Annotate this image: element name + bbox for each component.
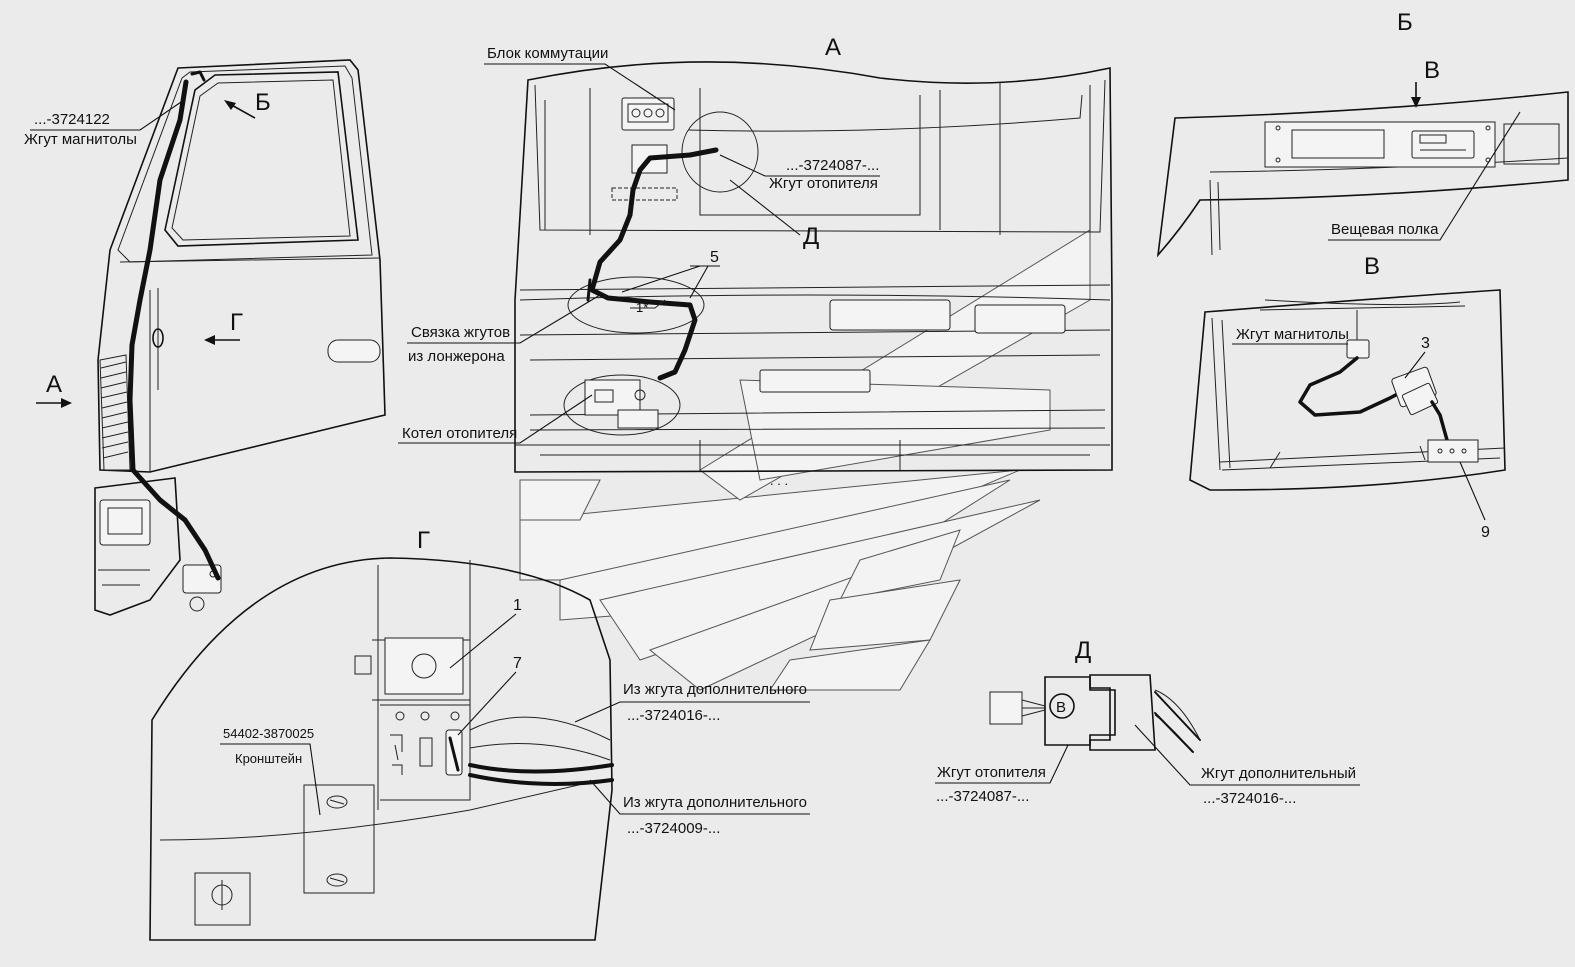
switch-block-leader (484, 63, 676, 111)
heater-harness-d-label: Жгут отопителя (937, 764, 1046, 781)
view-a-cab-rear (514, 61, 1113, 473)
harness-bundle-leader (407, 294, 601, 344)
callout-5-leader (621, 265, 720, 299)
switch-block-label: Блок коммутации (487, 45, 608, 62)
cab-side-view (36, 59, 386, 616)
view-v-radio (1189, 289, 1506, 491)
view-d-connector (989, 674, 1201, 753)
view-letter-a-left: А (46, 371, 62, 398)
storage-shelf-leader (1328, 111, 1521, 241)
extra-code-1-label: ...-3724016-... (627, 707, 720, 724)
view-d-leader (729, 179, 801, 236)
bracket-code-label: 54402-3870025 (223, 726, 314, 741)
bracket-label: Кронштейн (235, 751, 302, 766)
connector-mark: В (1056, 699, 1066, 716)
callout-5: 5 (710, 249, 719, 266)
callout-1-leader (449, 613, 517, 669)
callout-1star: 1* (636, 300, 648, 315)
callout-9: 9 (1481, 524, 1490, 541)
heater-harness-d-leader (935, 744, 1069, 784)
radio-harness-leader (30, 99, 185, 131)
view-letter-g-mid: Г (417, 527, 430, 554)
view-letter-d-mid: Д (1075, 637, 1091, 664)
radio-harness-code-label: ...-3724122 (34, 111, 110, 128)
storage-shelf-label: Вещевая полка (1331, 221, 1439, 238)
harness-bundle-label-2: из лонжерона (408, 348, 505, 365)
callout-3: 3 (1421, 335, 1430, 352)
view-letter-v-mid: В (1364, 253, 1380, 280)
arrow-b-left (224, 100, 256, 119)
arrow-a-left (36, 398, 72, 408)
callout-7-leader (457, 671, 517, 736)
heater-boiler-leader (398, 394, 593, 444)
extra-code-2-label: ...-3724009-... (627, 820, 720, 837)
heater-harness-leader (719, 154, 880, 177)
view-letter-d-leader: Д (803, 223, 819, 250)
view-b-storage-shelf (1156, 82, 1569, 258)
radio-harness-v-label: Жгут магнитолы (1236, 326, 1349, 343)
view-letter-a-top: А (825, 34, 841, 61)
callout-3-leader (1404, 351, 1426, 379)
background-decal-stripes (519, 229, 1091, 691)
callout-9-leader (1459, 461, 1486, 521)
view-letter-v-top: В (1424, 57, 1440, 84)
extra-harness-d-leader (1134, 724, 1360, 786)
view-letter-g-left: Г (230, 309, 243, 336)
heater-harness-label: Жгут отопителя (769, 175, 878, 192)
from-extra-harness-2-leader (589, 779, 810, 815)
extra-code-d-label: ...-3724016-... (1203, 790, 1296, 807)
view-letter-b-top: Б (1397, 9, 1413, 36)
view-letter-b-left: Б (255, 89, 271, 116)
heater-harness-code-label: ...-3724087-... (786, 157, 879, 174)
from-extra-harness-1-leader (574, 701, 810, 723)
from-extra-harness-2-label: Из жгута дополнительного (623, 794, 807, 811)
arrow-g-left (204, 335, 240, 345)
view-g-bracket (149, 557, 614, 941)
heater-code-d-label: ...-3724087-... (936, 788, 1029, 805)
extra-harness-d-label: Жгут дополнительный (1201, 765, 1356, 782)
bracket-leader (220, 743, 321, 816)
callout-7: 7 (513, 655, 522, 672)
dots-marker: . . . (770, 473, 788, 488)
harness-bundle-label-1: Связка жгутов (411, 324, 510, 341)
callout-1: 1 (513, 597, 522, 614)
radio-harness-label: Жгут магнитолы (24, 131, 137, 148)
heater-boiler-label: Котел отопителя (402, 425, 517, 442)
from-extra-harness-1-label: Из жгута дополнительного (623, 681, 807, 698)
step-hatching (100, 361, 129, 459)
